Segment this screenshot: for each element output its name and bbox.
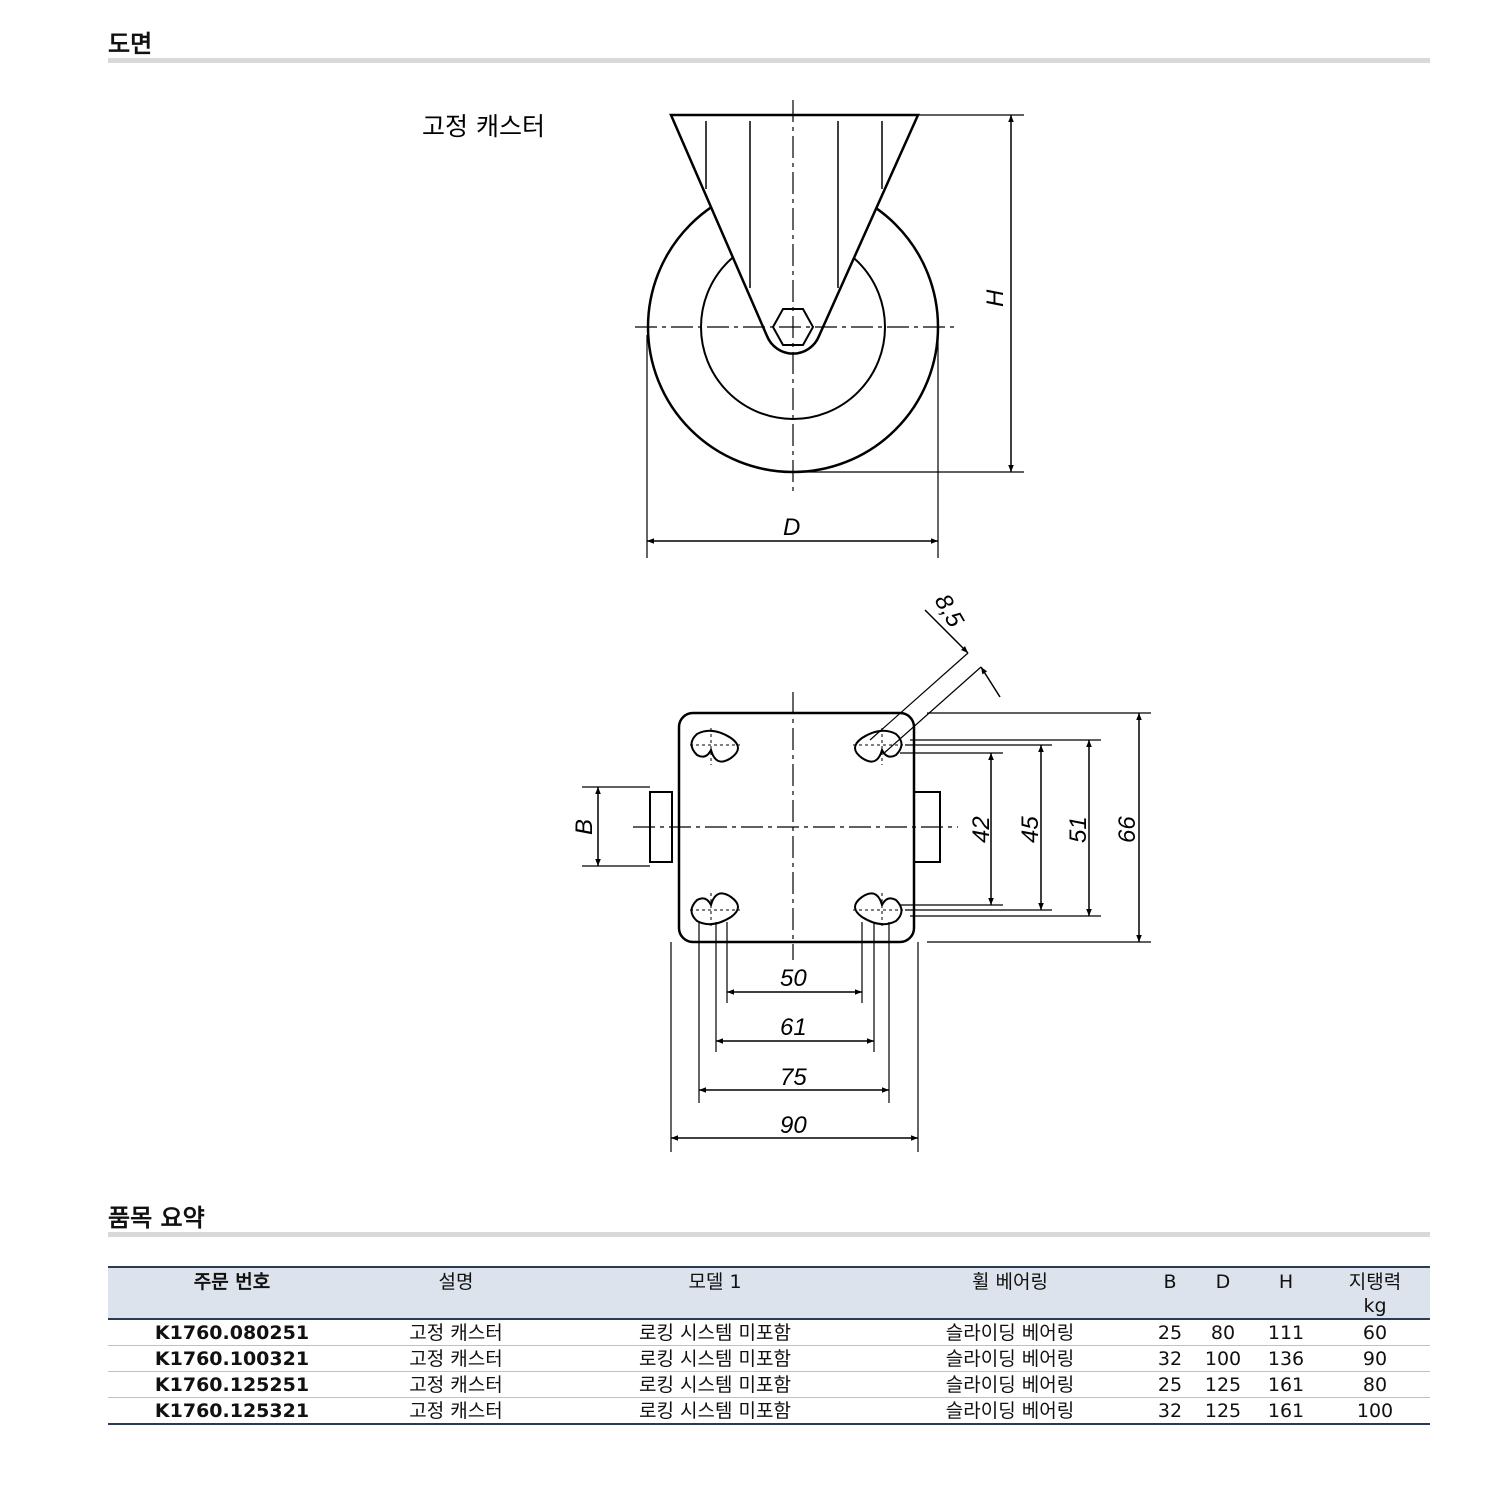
table-row: K1760.080251 고정 캐스터 로킹 시스템 미포함 슬라이딩 베어링 …: [108, 1319, 1430, 1346]
dim-45-label: 45: [1017, 816, 1044, 843]
d-cell: 80: [1194, 1319, 1252, 1346]
load-cell: 60: [1320, 1319, 1430, 1346]
header-wheel-bearing: 휠 베어링: [874, 1266, 1146, 1320]
b-dimension-label: B: [571, 819, 598, 835]
dim-42-label: 42: [968, 816, 995, 843]
bearing-cell: 슬라이딩 베어링: [874, 1345, 1146, 1372]
h-cell: 161: [1252, 1371, 1320, 1398]
b-cell: 32: [1146, 1397, 1194, 1425]
load-cell: 90: [1320, 1345, 1430, 1372]
model-cell: 로킹 시스템 미포함: [556, 1319, 874, 1346]
mounting-slot-bottom-right: [854, 892, 903, 926]
header-order-number: 주문 번호: [108, 1266, 356, 1320]
b-cell: 32: [1146, 1345, 1194, 1372]
summary-section-rule: [108, 1232, 1430, 1237]
header-h: H: [1252, 1266, 1320, 1320]
slot-width-arrow-a: [924, 609, 969, 654]
order-number-cell: K1760.125251: [108, 1371, 356, 1398]
slot-width-label: 8,5: [929, 590, 969, 633]
dim-75-label: 75: [780, 1064, 807, 1091]
description-cell: 고정 캐스터: [356, 1345, 556, 1372]
caster-top-view: [582, 609, 1151, 1152]
table-row: K1760.125321 고정 캐스터 로킹 시스템 미포함 슬라이딩 베어링 …: [108, 1397, 1430, 1425]
d-dimension-label: D: [783, 514, 800, 541]
item-summary-table: 주문 번호 설명 모델 1 휠 베어링 B D H 지탱력 kg K1760.0…: [108, 1266, 1430, 1425]
table-header-row: 주문 번호 설명 모델 1 휠 베어링 B D H 지탱력 kg: [108, 1266, 1430, 1320]
h-cell: 161: [1252, 1397, 1320, 1425]
drawing-section-title: 도면: [108, 30, 153, 58]
drawing-section-rule: [108, 58, 1430, 63]
model-cell: 로킹 시스템 미포함: [556, 1345, 874, 1372]
d-cell: 125: [1194, 1397, 1252, 1425]
mounting-slot-bottom-left: [690, 892, 739, 926]
dim-51-label: 51: [1065, 816, 1092, 843]
mounting-slot-top-left: [690, 729, 739, 763]
mounting-slot-top-right: [854, 729, 903, 763]
fork-bracket: [669, 113, 920, 355]
header-model: 모델 1: [556, 1266, 874, 1320]
slot-width-arrow-b: [980, 666, 1001, 698]
bearing-cell: 슬라이딩 베어링: [874, 1397, 1146, 1425]
model-cell: 로킹 시스템 미포함: [556, 1371, 874, 1398]
b-cell: 25: [1146, 1371, 1194, 1398]
header-description: 설명: [356, 1266, 556, 1320]
dim-66-label: 66: [1114, 816, 1141, 843]
order-number-cell: K1760.080251: [108, 1319, 356, 1346]
fixed-caster-label: 고정 캐스터: [422, 112, 545, 141]
technical-drawing: 고정 캐스터 H D: [422, 100, 1151, 1152]
bearing-cell: 슬라이딩 베어링: [874, 1319, 1146, 1346]
summary-section-title: 품목 요약: [108, 1204, 205, 1232]
b-cell: 25: [1146, 1319, 1194, 1346]
h-cell: 136: [1252, 1345, 1320, 1372]
description-cell: 고정 캐스터: [356, 1397, 556, 1425]
h-cell: 111: [1252, 1319, 1320, 1346]
description-cell: 고정 캐스터: [356, 1371, 556, 1398]
table-row: K1760.125251 고정 캐스터 로킹 시스템 미포함 슬라이딩 베어링 …: [108, 1371, 1430, 1398]
d-cell: 100: [1194, 1345, 1252, 1372]
table-row: K1760.100321 고정 캐스터 로킹 시스템 미포함 슬라이딩 베어링 …: [108, 1345, 1430, 1372]
d-cell: 125: [1194, 1371, 1252, 1398]
description-cell: 고정 캐스터: [356, 1319, 556, 1346]
header-b: B: [1146, 1266, 1194, 1320]
load-cell: 80: [1320, 1371, 1430, 1398]
header-d: D: [1194, 1266, 1252, 1320]
header-load-label: 지탱력: [1348, 1271, 1402, 1293]
h-dimension-label: H: [982, 289, 1009, 307]
dim-50-label: 50: [780, 965, 807, 992]
load-cell: 100: [1320, 1397, 1430, 1425]
caster-side-view: [635, 100, 1024, 558]
order-number-cell: K1760.125321: [108, 1397, 356, 1425]
order-number-cell: K1760.100321: [108, 1345, 356, 1372]
dim-61-label: 61: [780, 1014, 807, 1041]
model-cell: 로킹 시스템 미포함: [556, 1397, 874, 1425]
bearing-cell: 슬라이딩 베어링: [874, 1371, 1146, 1398]
dim-90-label: 90: [780, 1112, 807, 1139]
header-load-capacity: 지탱력 kg: [1320, 1266, 1430, 1320]
header-load-unit: kg: [1363, 1295, 1387, 1317]
